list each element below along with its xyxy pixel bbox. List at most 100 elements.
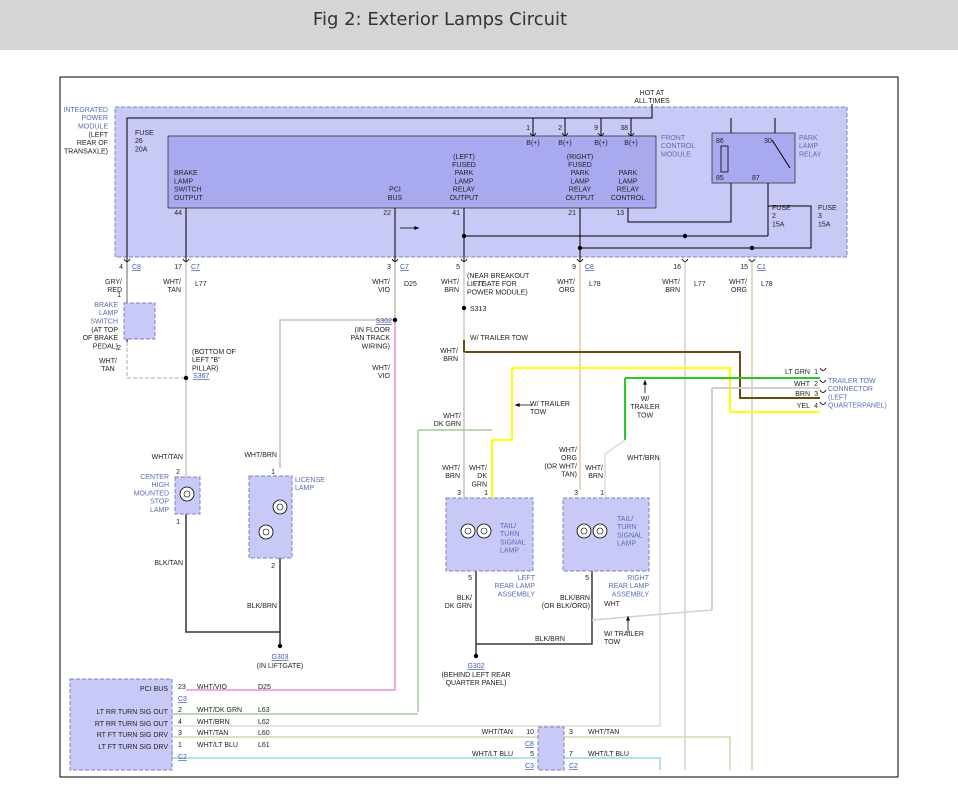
bcm-pin-number: 1	[178, 742, 182, 749]
right-tail-filament-1-filament	[580, 527, 588, 535]
ipm-connector-pin	[460, 258, 468, 262]
chmsl-pin-top: 2	[176, 469, 180, 476]
fcm-output-label: BRAKE	[174, 170, 198, 177]
left-feed-b: WHT/	[469, 465, 487, 472]
fcm-output-label: LAMP	[618, 178, 637, 185]
inline-pin: 7	[569, 751, 573, 758]
chmsl-label: LAMP	[150, 507, 169, 514]
blk-brn-2-label: BLK/BRN	[535, 636, 565, 643]
chmsl-label: STOP	[150, 499, 169, 506]
wht-vio-label: WHT/	[372, 365, 390, 372]
left-tail-filament-2	[476, 523, 492, 539]
fcm-output-label: LAMP	[454, 178, 473, 185]
inline-wire-label: WHT/TAN	[482, 729, 513, 736]
bcm-box	[69, 678, 173, 771]
right-feed-a: WHT/	[559, 447, 577, 454]
license-lamp-right-filament	[276, 503, 284, 511]
wire-color-label: WHT/	[557, 279, 575, 286]
wire-color-label: BRN	[444, 287, 459, 294]
chmsl-pin-bottom: 1	[176, 519, 180, 526]
yellow-left-feed	[491, 368, 513, 498]
bcm-row-label: PCI BUS	[140, 686, 168, 693]
fcm-pin-number: 9	[594, 125, 598, 132]
chmsl-ground-wire	[185, 514, 280, 633]
right-tail-label: SIGNAL	[617, 532, 643, 539]
wire-color-label: ORG	[559, 287, 575, 294]
chmsl-label: CENTER	[140, 474, 169, 481]
bcm-pin-number: 4	[178, 719, 182, 726]
bcm-wire-color: WHT/BRN	[197, 719, 230, 726]
brake-switch-location: (AT TOP	[91, 327, 118, 334]
ipm-connector-pin	[681, 258, 689, 262]
bcm-pin-number: 23	[178, 684, 186, 691]
splice-dot	[392, 317, 398, 323]
wire-circuit-label: L77	[694, 281, 706, 288]
wht-vio-label: VIO	[378, 373, 391, 380]
wire-circuit-label: L78	[761, 281, 773, 288]
inline-wire-label: WHT/LT BLU	[588, 751, 629, 758]
right-tail-filament-2-filament	[596, 527, 604, 535]
left-tail-filament-1-filament	[464, 527, 472, 535]
rt-rr-turn-wire	[172, 458, 661, 727]
ipm-connector-pin-number: 3	[387, 264, 391, 271]
trailer-tow-note-1: W/ TRAILER TOW	[470, 335, 528, 342]
trailer-pin	[819, 367, 827, 371]
right-ground-wire	[476, 571, 593, 645]
trailer-pin-color: WHT	[794, 381, 811, 388]
fcm-output-label: PARK	[571, 170, 590, 177]
ipm-connector-pin	[391, 258, 399, 262]
left-assembly-label: REAR LAMP	[495, 583, 536, 590]
trailer-arrow-1-head	[515, 403, 520, 407]
trailer-pin-color: LT GRN	[785, 369, 810, 376]
blk-dk-grn-label: BLK/	[457, 595, 472, 602]
g302-location: (BEHIND LEFT REAR	[441, 672, 510, 679]
fuse-3-label: FUSE	[818, 205, 837, 212]
brake-switch-pin1: 1	[117, 292, 121, 299]
bottom-b-pillar-label: LEFT "B"	[192, 357, 221, 364]
bcm-wire-color: WHT/DK GRN	[197, 707, 242, 714]
fuse-3-label: 15A	[818, 221, 831, 228]
inline-connector-box	[537, 726, 565, 771]
bcm-wire-color: WHT/TAN	[197, 730, 228, 737]
left-tail-label: LAMP	[500, 548, 519, 555]
bplus-label: B(+)	[594, 140, 607, 147]
bottom-b-pillar-label: PILLAR)	[192, 365, 218, 372]
relay-label: PARK	[799, 135, 818, 142]
ipm-connector-pin	[182, 258, 190, 262]
fcm-output-label: FUSED	[452, 162, 476, 169]
trailer-pin-number: 2	[814, 381, 818, 388]
g303-location: (IN LIFTGATE)	[257, 663, 304, 670]
bcm-row-label: LT FT TURN SIG DRV	[98, 744, 168, 751]
relay-box	[711, 132, 796, 184]
trailer-pin-number: 4	[814, 403, 818, 410]
ipm-connector-pin-number: 15	[740, 264, 748, 271]
ipm-connector-pin	[123, 258, 131, 262]
splice-dot	[749, 245, 755, 251]
bcm-row-label: LT RR TURN SIG OUT	[96, 709, 168, 716]
trailer-connector-label: CONNECTOR	[828, 386, 873, 393]
brake-switch-location: OF BRAKE	[83, 335, 119, 342]
right-tail-pin-3: 3	[574, 490, 578, 497]
blk-tan-label: BLK/TAN	[154, 560, 183, 567]
fcm-output-label: OUTPUT	[174, 195, 204, 202]
splice-dot	[682, 233, 688, 239]
brake-switch-return	[126, 342, 186, 379]
fcm-output-label: SWITCH	[174, 187, 202, 194]
fcm-bplus-pin	[597, 132, 605, 136]
white-to-right-lamp	[591, 609, 713, 621]
pci-bus-wire	[186, 320, 396, 691]
inline-conn-name: C2	[569, 763, 578, 770]
fuse-26-label: 26	[135, 138, 143, 145]
g302-location: QUARTER PANEL)	[446, 680, 507, 687]
bcm-wire-circuit: L63	[258, 707, 270, 714]
fcm-output-label: PARK	[619, 170, 638, 177]
trailer-connector-label: QUARTERPANEL)	[828, 403, 887, 410]
trailer-tow-note-3: TOW	[637, 412, 654, 419]
ipm-connector-pin	[748, 258, 756, 262]
wire-color-label: WHT/	[441, 279, 459, 286]
relay-pin-30: 30	[764, 138, 772, 145]
left-feed-a: BRN	[445, 473, 460, 480]
bcm-wire-circuit: L60	[258, 730, 270, 737]
bcm-row-label: RT RR TURN SIG OUT	[95, 721, 169, 728]
wht-brn-label: WHT/	[440, 348, 458, 355]
